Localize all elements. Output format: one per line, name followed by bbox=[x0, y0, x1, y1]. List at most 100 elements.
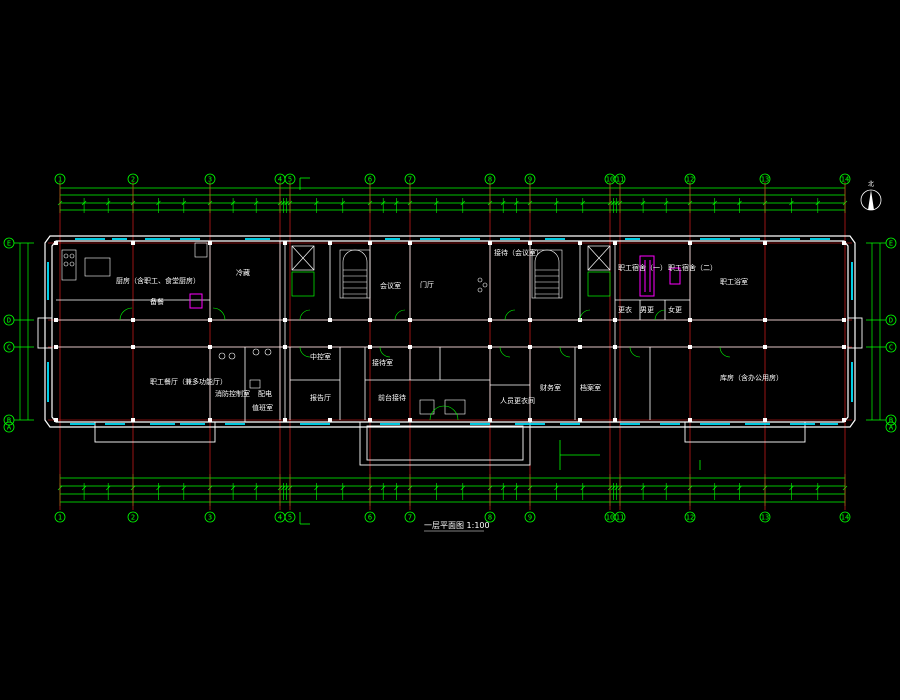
room-label-dorm-1: 职工宿舍（一） bbox=[618, 263, 667, 272]
interior-walls bbox=[56, 241, 844, 422]
windows bbox=[47, 238, 853, 425]
axis-top-5-bubble bbox=[284, 173, 296, 185]
room-label-finance: 财务室 bbox=[540, 383, 561, 392]
axis-bottom-13-label: 13 bbox=[761, 514, 769, 522]
vertical-grid-axes bbox=[59, 182, 846, 510]
axis-left-A-label: A bbox=[7, 424, 12, 432]
axis-bottom-9-bubble bbox=[524, 511, 536, 523]
axis-top-8-label: 8 bbox=[488, 176, 492, 184]
axis-top-6-label: 6 bbox=[368, 176, 372, 184]
axis-right-C-label: C bbox=[889, 344, 893, 352]
horizontal-grid-axes bbox=[48, 242, 852, 421]
axis-top-11-bubble bbox=[614, 173, 626, 185]
room-label-dorm-2: 职工宿舍（二） bbox=[668, 263, 717, 272]
axis-bottom-6-label: 6 bbox=[368, 514, 372, 522]
axis-left-C-bubble bbox=[3, 341, 15, 353]
axis-bottom-14-bubble bbox=[839, 511, 851, 523]
axis-bottom-7-label: 7 bbox=[408, 514, 412, 522]
room-label-meeting-reception: 接待（会议室） bbox=[494, 248, 543, 257]
room-label-archive: 档案室 bbox=[580, 383, 601, 392]
room-label-kitchen: 厨房（含职工、食堂厨房） bbox=[116, 276, 200, 285]
axis-top-13-bubble bbox=[759, 173, 771, 185]
axis-top-9-label: 9 bbox=[528, 176, 532, 184]
axis-bottom-1-bubble bbox=[54, 511, 66, 523]
axis-bottom-2-label: 2 bbox=[131, 514, 135, 522]
room-labels: 厨房（含职工、食堂厨房） 冷藏 备餐 职工餐厅（兼多功能厅） 消防控制室 配电 … bbox=[116, 248, 783, 412]
axis-top-4-label: 4 bbox=[278, 176, 282, 184]
axis-top-13-label: 13 bbox=[761, 176, 769, 184]
axis-top-2-label: 2 bbox=[131, 176, 135, 184]
axis-bottom-5-bubble bbox=[284, 511, 296, 523]
axis-bottom-6-bubble bbox=[364, 511, 376, 523]
axis-bottom-2-bubble bbox=[127, 511, 139, 523]
axis-left-D-label: D bbox=[7, 317, 11, 325]
stair-left bbox=[339, 249, 371, 299]
axis-bottom-12-label: 12 bbox=[686, 514, 694, 522]
room-label-female-change: 女更 bbox=[668, 305, 682, 314]
axis-bottom-10-label: 10 bbox=[606, 514, 614, 522]
axis-right-A-label: A bbox=[889, 424, 894, 432]
restroom-fixtures bbox=[189, 255, 681, 309]
axis-left-E-label: E bbox=[7, 240, 11, 248]
room-label-control: 中控室 bbox=[310, 352, 331, 361]
room-label-cold-storage: 冷藏 bbox=[236, 268, 250, 277]
axis-left-A-bubble bbox=[3, 421, 15, 433]
axis-top-7-label: 7 bbox=[408, 176, 412, 184]
axis-left-D-bubble bbox=[3, 314, 15, 326]
axis-right-D-label: D bbox=[889, 317, 893, 325]
room-label-serving: 备餐 bbox=[150, 297, 164, 306]
axis-bottom-3-label: 3 bbox=[208, 514, 212, 522]
axis-left-C-label: C bbox=[7, 344, 11, 352]
axis-top-2-bubble bbox=[127, 173, 139, 185]
axis-bottom-3-bubble bbox=[204, 511, 216, 523]
north-label: 北 bbox=[868, 180, 874, 188]
elevator-left bbox=[291, 245, 315, 297]
room-label-report-hall: 报告厅 bbox=[310, 393, 331, 402]
lobby-seating bbox=[419, 277, 488, 415]
elevator-right bbox=[587, 245, 611, 297]
doors bbox=[119, 307, 731, 421]
axis-top-5-label: 5 bbox=[288, 176, 292, 184]
axis-top-11-label: 11 bbox=[616, 176, 624, 184]
axis-top-12-bubble bbox=[684, 173, 696, 185]
room-label-locker: 人员更衣间 bbox=[500, 396, 535, 405]
room-label-bath: 职工浴室 bbox=[720, 277, 748, 286]
axis-right-B-label: B bbox=[889, 417, 893, 425]
section-markers bbox=[299, 177, 701, 525]
axis-top-12-label: 12 bbox=[686, 176, 694, 184]
axis-left-B-bubble bbox=[3, 414, 15, 426]
axis-bottom-8-label: 8 bbox=[488, 514, 492, 522]
axis-top-6-bubble bbox=[364, 173, 376, 185]
axis-bottom-8-bubble bbox=[484, 511, 496, 523]
room-label-fire-control: 消防控制室 bbox=[215, 389, 250, 398]
exterior-walls bbox=[44, 235, 856, 428]
axis-top-1-bubble bbox=[54, 173, 66, 185]
axis-right-B-bubble bbox=[885, 414, 897, 426]
room-label-storage: 库房（含办公用房） bbox=[720, 373, 783, 382]
axis-top-3-bubble bbox=[204, 173, 216, 185]
room-label-staff-dining: 职工餐厅（兼多功能厅） bbox=[150, 377, 227, 386]
axis-bottom-4-label: 4 bbox=[278, 514, 282, 522]
top-dimension-ticks bbox=[57, 184, 848, 213]
axis-bottom-11-label: 11 bbox=[616, 514, 624, 522]
axis-right-C-bubble bbox=[885, 341, 897, 353]
room-label-reception: 接待室 bbox=[372, 358, 393, 367]
north-arrow: 北 bbox=[860, 180, 882, 211]
axis-left-B-label: B bbox=[7, 417, 11, 425]
axis-top-14-bubble bbox=[839, 173, 851, 185]
drawing-title-text: 一层平面图 1:100 bbox=[424, 521, 490, 530]
toilet-fixtures bbox=[218, 348, 272, 389]
room-label-changing: 更衣 bbox=[618, 305, 632, 314]
structural-columns bbox=[54, 241, 846, 422]
axis-right-A-bubble bbox=[885, 421, 897, 433]
room-label-front-desk: 前台接待 bbox=[378, 393, 406, 402]
axis-bottom-14-label: 14 bbox=[841, 514, 849, 522]
bottom-dimension-lines bbox=[60, 477, 845, 503]
axis-right-D-bubble bbox=[885, 314, 897, 326]
stair-right bbox=[531, 249, 563, 299]
axis-bottom-9-label: 9 bbox=[528, 514, 532, 522]
axis-bottom-7-bubble bbox=[404, 511, 416, 523]
